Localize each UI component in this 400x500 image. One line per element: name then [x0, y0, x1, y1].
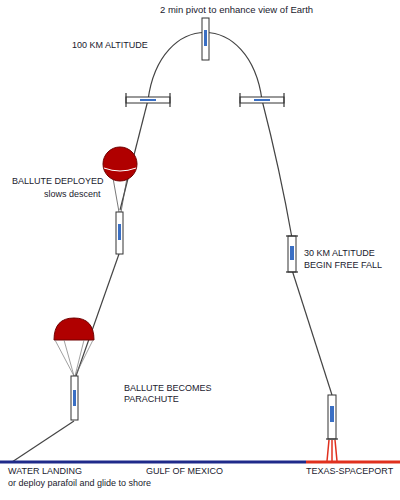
vehicle-body	[71, 376, 78, 420]
ballute	[103, 147, 137, 181]
ascent-path	[292, 270, 332, 395]
site-label: GULF OF MEXICO	[146, 466, 223, 477]
vehicle-fin	[326, 438, 338, 439]
parachute-line	[64, 340, 74, 376]
ballute-seam	[104, 168, 136, 171]
vehicle-fin	[286, 235, 298, 236]
land-line	[306, 461, 400, 464]
exhaust	[327, 440, 329, 461]
vehicle-fin	[239, 93, 240, 107]
vehicle-window	[330, 406, 334, 422]
vehicle-fin	[125, 93, 126, 107]
sea-line	[0, 461, 306, 464]
stage-label: BALLUTE BECOMES PARACHUTE	[124, 383, 216, 405]
pivot-note: 2 min pivot to enhance view of Earth	[160, 4, 313, 15]
vehicle-body	[288, 236, 296, 272]
exhaust	[331, 440, 333, 461]
descent-path	[76, 254, 119, 376]
altitude-label: 100 KM ALTITUDE	[72, 40, 148, 51]
altitude-label: 30 KM ALTITUDE	[304, 248, 375, 259]
vehicle-window	[118, 224, 121, 240]
vehicle-body	[240, 97, 284, 103]
site-note: or deploy parafoil and glide to shore	[8, 478, 151, 489]
vehicle-body	[116, 212, 123, 254]
site-label: TEXAS-SPACEPORT	[306, 466, 393, 477]
ballute-vehicle	[103, 147, 137, 254]
vehicle-window	[290, 246, 294, 260]
exhaust	[335, 440, 337, 461]
stage-label: BALLUTE DEPLOYED	[12, 176, 104, 187]
vehicle-fin	[283, 93, 284, 107]
descent-path	[12, 421, 74, 462]
vehicle-body	[202, 18, 209, 60]
vehicle-body	[328, 395, 336, 439]
parachute-line	[55, 340, 74, 376]
ascent-path	[262, 100, 292, 238]
vehicle-window	[204, 30, 207, 46]
stage-label: BEGIN FREE FALL	[304, 260, 382, 271]
site-label: WATER LANDING	[8, 466, 82, 477]
vehicle-top	[202, 18, 209, 60]
ballute-line	[113, 178, 119, 212]
vehicle-left	[126, 93, 170, 107]
parachute-canopy	[54, 318, 94, 340]
vehicle-body	[126, 97, 170, 103]
stage-note: slows descent	[44, 189, 101, 200]
parachute-vehicle	[54, 318, 94, 420]
vehicle-right	[240, 93, 284, 107]
vehicle-fin	[286, 271, 298, 272]
launch-vehicle	[326, 395, 338, 461]
vehicle-window	[254, 99, 270, 101]
parachute-line	[75, 340, 93, 376]
vehicle-window	[140, 99, 156, 101]
vehicle-window	[73, 390, 76, 406]
vehicle-fin	[169, 93, 170, 107]
ballute-line	[121, 178, 127, 212]
parachute-line	[75, 340, 84, 376]
vehicle-freefall	[286, 236, 298, 272]
